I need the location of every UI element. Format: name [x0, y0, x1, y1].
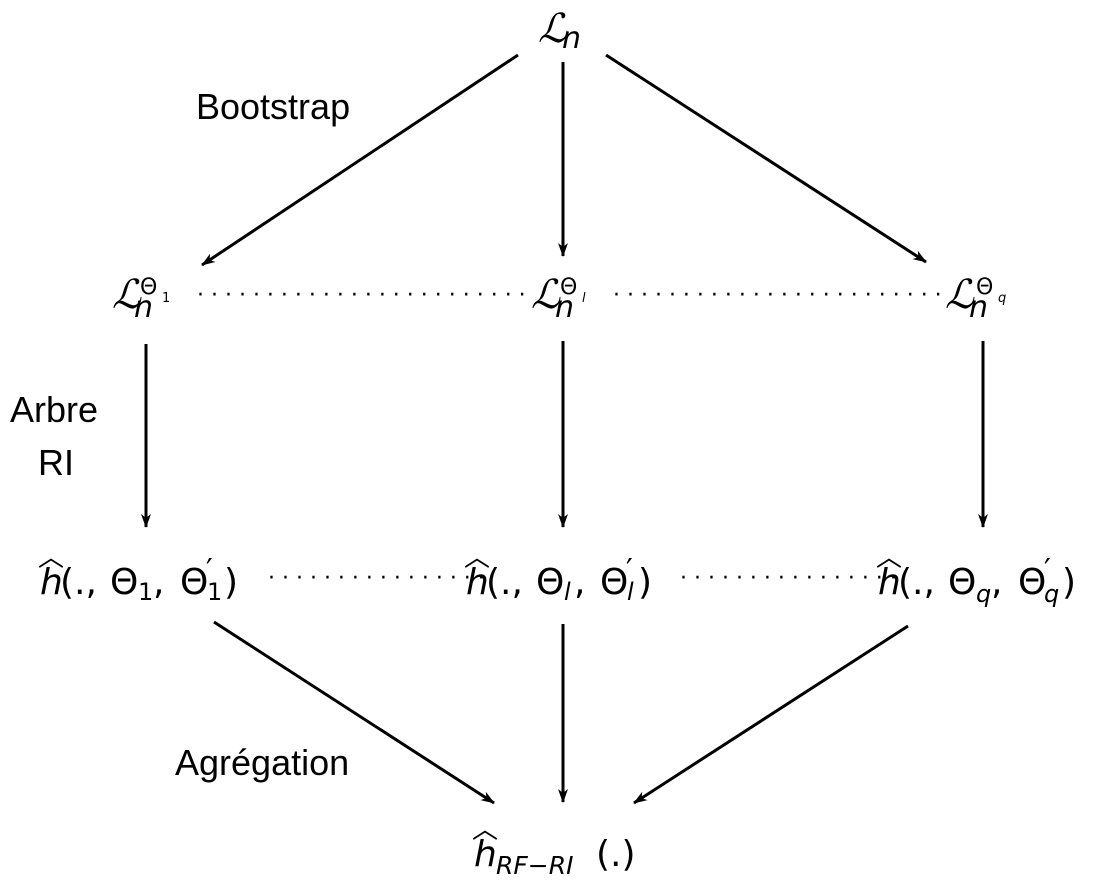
- open-args: (.,: [60, 562, 97, 603]
- theta-symbol: Θ: [948, 562, 976, 603]
- arrow-aggregation-left: [213, 620, 495, 805]
- theta-prime-subscript: 1: [207, 578, 222, 606]
- hat-accent: ︿: [464, 543, 490, 573]
- node-Ln-thetal: ℒ n Θ l: [531, 272, 586, 325]
- comma: ,: [574, 562, 585, 603]
- script-L-symbol: ℒ: [538, 6, 568, 52]
- script-L-symbol: ℒ: [531, 272, 561, 318]
- agregation-label: Agrégation: [175, 742, 349, 783]
- node-h-thetaq: ︿ h (., Θ q , Θ ′ q ): [876, 543, 1076, 608]
- subscript-n: n: [969, 290, 988, 325]
- hat-accent: ︿: [472, 815, 498, 845]
- arrow-bootstrap-right: [605, 53, 927, 264]
- node-Ln: ℒ n: [538, 6, 581, 56]
- theta-subscript: q: [976, 580, 991, 608]
- superscript-index: l: [582, 291, 586, 306]
- close-paren: ): [224, 562, 238, 603]
- hat-accent: ︿: [876, 543, 902, 573]
- h-symbol: h: [466, 562, 489, 603]
- open-args: (.,: [486, 562, 523, 603]
- theta-symbol: Θ: [110, 562, 138, 603]
- theta-symbol: Θ: [536, 562, 564, 603]
- theta-prime-subscript: l: [627, 578, 634, 606]
- prime-mark: ′: [626, 553, 633, 588]
- prime-mark: ′: [1044, 553, 1051, 588]
- arbre-label-line1: Arbre: [10, 389, 98, 430]
- node-Ln-theta1: ℒ n Θ 1: [112, 272, 170, 325]
- h-symbol: h: [474, 834, 497, 875]
- final-args: (.): [596, 834, 636, 875]
- superscript-index: q: [998, 291, 1006, 306]
- superscript-index: 1: [162, 291, 170, 306]
- close-paren: ): [1062, 562, 1076, 603]
- subscript-n: n: [134, 290, 153, 325]
- dots-left-level2: · · · · · · · · · · · · · · · · · · · · …: [197, 283, 526, 308]
- superscript-theta: Θ: [976, 275, 993, 300]
- script-L-symbol: ℒ: [945, 272, 975, 318]
- superscript-theta: Θ: [560, 275, 577, 300]
- theta-prime-subscript: q: [1044, 580, 1059, 608]
- superscript-theta: Θ: [140, 275, 157, 300]
- subscript-n: n: [562, 21, 581, 56]
- dots-right-level3: · · · · · · · · · · · · · · · ·: [680, 566, 897, 591]
- theta-symbol: Θ: [600, 562, 628, 603]
- hat-accent: ︿: [38, 543, 64, 573]
- arrow-bootstrap-left: [201, 53, 519, 267]
- h-symbol: h: [40, 562, 63, 603]
- dots-right-level2: · · · · · · · · · · · · · · · · · · · · …: [613, 283, 942, 308]
- h-symbol: h: [878, 562, 901, 603]
- comma: ,: [153, 562, 164, 603]
- node-h-theta1: ︿ h (., Θ 1 , Θ ′ 1 ): [38, 543, 238, 606]
- node-h-rf-ri: ︿ h RF−RI (.): [472, 815, 636, 880]
- node-Ln-thetaq: ℒ n Θ q: [945, 272, 1006, 325]
- theta-symbol: Θ: [180, 562, 208, 603]
- arbre-label-line2: RI: [38, 442, 74, 483]
- prime-mark: ′: [206, 553, 213, 588]
- theta-symbol: Θ: [1018, 562, 1046, 603]
- open-args: (.,: [898, 562, 935, 603]
- theta-subscript: l: [564, 578, 571, 606]
- subscript-n: n: [555, 290, 574, 325]
- node-h-thetal: ︿ h (., Θ l , Θ ′ l ): [464, 543, 652, 606]
- h-subscript: RF−RI: [496, 851, 573, 880]
- arrow-aggregation-right: [633, 624, 909, 805]
- close-paren: ): [638, 562, 652, 603]
- comma: ,: [991, 562, 1002, 603]
- dots-left-level3: · · · · · · · · · · · · · · · ·: [268, 566, 485, 591]
- bootstrap-label: Bootstrap: [196, 86, 350, 127]
- script-L-symbol: ℒ: [112, 272, 142, 318]
- theta-subscript: 1: [138, 578, 153, 606]
